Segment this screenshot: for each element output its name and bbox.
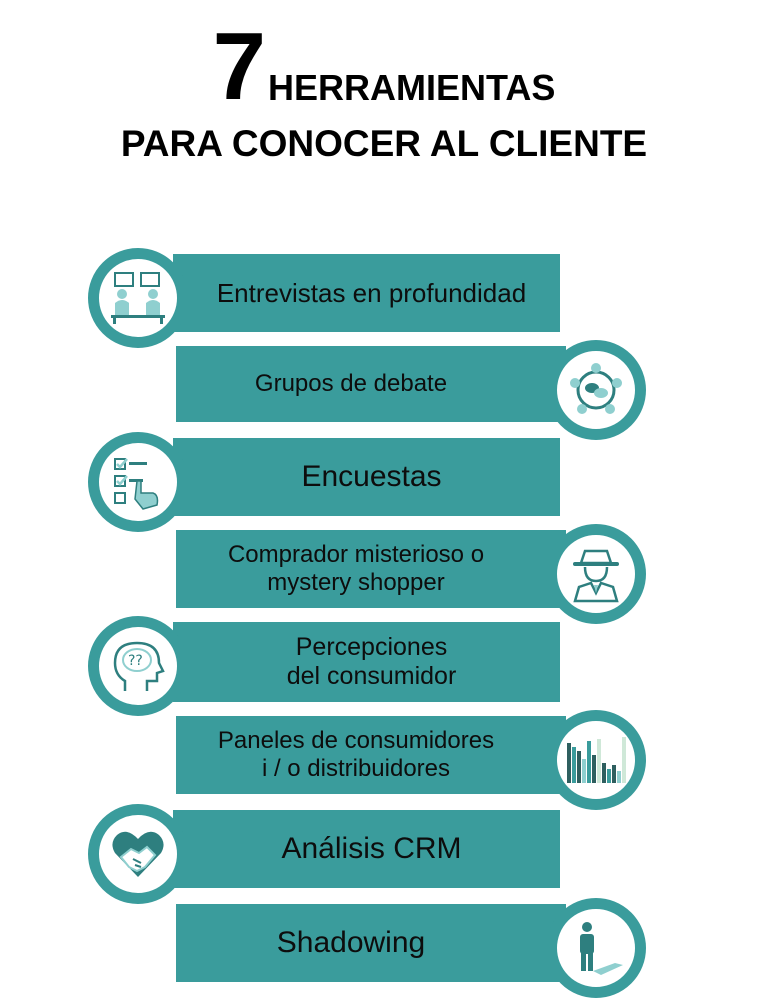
interview-icon xyxy=(111,272,165,324)
tool-bar-comprador: Comprador misterioso o mystery shopper xyxy=(176,530,566,608)
title-word: HERRAMIENTAS xyxy=(268,67,556,108)
tool-label-line2: i / o distribuidores xyxy=(261,755,451,782)
tool-label: Shadowing xyxy=(276,926,426,960)
tool-bar-paneles: Paneles de consumidores i / o distribuid… xyxy=(176,716,566,794)
tool-bar-shadowing: Shadowing xyxy=(176,904,566,982)
tool-label-line1: Comprador misterioso o xyxy=(227,540,485,568)
tool-icon-circle xyxy=(546,710,646,810)
title-number: 7 xyxy=(212,13,266,120)
tool-label-line1: Paneles de consumidores xyxy=(217,726,495,754)
tool-label-line2: mystery shopper xyxy=(267,569,445,596)
tool-bar-encuestas: Encuestas xyxy=(173,438,560,516)
survey-checklist-icon xyxy=(114,458,159,510)
tool-bar-grupos: Grupos de debate xyxy=(176,346,566,422)
svg-text:??: ?? xyxy=(128,653,143,669)
tool-icon-circle xyxy=(88,248,188,348)
tool-icon-circle xyxy=(88,804,188,904)
tool-bar-crm: Análisis CRM xyxy=(173,810,560,888)
title-subtitle: PARA CONOCER AL CLIENTE xyxy=(120,123,648,164)
tool-label: Grupos de debate xyxy=(254,369,448,397)
heart-handshake-icon xyxy=(112,831,164,877)
tool-icon-circle xyxy=(546,524,646,624)
tool-label: Encuestas xyxy=(301,460,442,494)
group-discussion-icon xyxy=(570,363,622,414)
tool-label-line2: del consumidor xyxy=(286,662,457,690)
tool-icon-circle xyxy=(88,432,188,532)
head-question-icon: ?? xyxy=(113,641,165,691)
bar-chart-icon xyxy=(567,737,626,783)
tool-bar-percepciones: Percepciones del consumidor xyxy=(173,622,560,702)
tool-bar-entrevistas: Entrevistas en profundidad xyxy=(173,254,560,332)
tool-label: Entrevistas en profundidad xyxy=(216,277,527,308)
tool-icon-circle: ?? xyxy=(88,616,188,716)
detective-icon xyxy=(573,549,619,603)
tool-label: Análisis CRM xyxy=(281,832,462,866)
tool-icon-circle xyxy=(546,898,646,998)
person-shadow-icon xyxy=(580,922,623,975)
tool-icon-circle xyxy=(546,340,646,440)
tool-label-line1: Percepciones xyxy=(295,632,448,661)
